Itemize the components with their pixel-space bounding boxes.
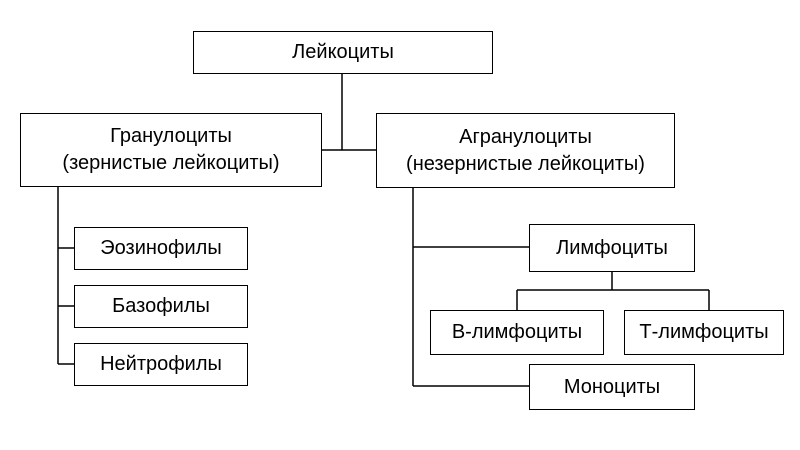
neutrophils-label: Нейтрофилы [100, 353, 222, 375]
t-lymphocytes-node: Т-лимфоциты [624, 310, 784, 355]
root-label: Лейкоциты [292, 41, 394, 63]
granulocytes-node: Гранулоциты (зернистые лейкоциты) [20, 113, 322, 187]
neutrophils-node: Нейтрофилы [74, 343, 248, 386]
t-lymphocytes-label: Т-лимфоциты [639, 321, 769, 343]
basophils-label: Базофилы [112, 295, 210, 317]
monocytes-node: Моноциты [529, 364, 695, 410]
eosinophils-node: Эозинофилы [74, 227, 248, 270]
basophils-node: Базофилы [74, 285, 248, 328]
b-lymphocytes-label: В-лимфоциты [451, 321, 583, 343]
granulocytes-subtitle: (зернистые лейкоциты) [62, 152, 280, 174]
b-lymphocytes-node: В-лимфоциты [430, 310, 604, 355]
agranulocytes-node: Агранулоциты (незернистые лейкоциты) [376, 113, 675, 188]
agranulocytes-subtitle: (незернистые лейкоциты) [406, 152, 645, 175]
lymphocytes-node: Лимфоциты [529, 224, 695, 272]
root-node-leukocytes: Лейкоциты [193, 31, 493, 74]
granulocytes-title: Гранулоциты [110, 125, 232, 147]
agranulocytes-title: Агранулоциты [459, 125, 592, 148]
lymphocytes-label: Лимфоциты [556, 236, 668, 259]
monocytes-label: Моноциты [563, 375, 661, 398]
eosinophils-label: Эозинофилы [100, 237, 222, 259]
